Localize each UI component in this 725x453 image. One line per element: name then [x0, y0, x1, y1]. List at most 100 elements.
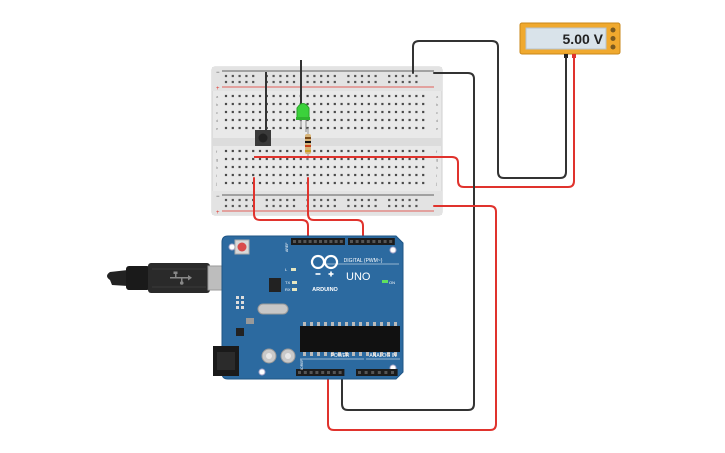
terminal-hole[interactable] [401, 102, 404, 106]
terminal-hole[interactable] [320, 110, 323, 114]
terminal-hole[interactable] [258, 94, 262, 98]
terminal-hole[interactable] [374, 118, 377, 122]
rail-hole[interactable] [286, 74, 289, 78]
terminal-hole[interactable] [381, 126, 384, 130]
rail-hole[interactable] [374, 204, 377, 208]
rail-hole[interactable] [224, 198, 228, 202]
terminal-hole[interactable] [408, 102, 411, 106]
digital-header-right[interactable] [348, 238, 395, 245]
terminal-hole[interactable] [238, 94, 241, 98]
terminal-hole[interactable] [258, 149, 262, 153]
terminal-hole[interactable] [340, 118, 343, 122]
terminal-hole[interactable] [360, 165, 364, 169]
terminal-hole[interactable] [374, 110, 377, 114]
header-pin[interactable] [378, 240, 381, 243]
terminal-hole[interactable] [354, 102, 357, 106]
terminal-hole[interactable] [245, 110, 248, 114]
terminal-hole[interactable] [313, 157, 316, 161]
terminal-hole[interactable] [272, 118, 275, 122]
multimeter-knob-1[interactable] [610, 27, 616, 33]
rail-hole[interactable] [394, 204, 398, 208]
terminal-hole[interactable] [313, 118, 316, 122]
terminal-hole[interactable] [326, 118, 330, 122]
rail-hole[interactable] [360, 80, 364, 84]
terminal-hole[interactable] [394, 149, 398, 153]
multimeter[interactable]: 5.00 V [519, 22, 621, 58]
terminal-hole[interactable] [340, 94, 343, 98]
rail-hole[interactable] [415, 198, 418, 202]
terminal-hole[interactable] [367, 157, 370, 161]
terminal-hole[interactable] [415, 110, 418, 114]
terminal-hole[interactable] [367, 149, 370, 153]
terminal-hole[interactable] [252, 94, 255, 98]
terminal-hole[interactable] [279, 118, 282, 122]
rail-hole[interactable] [354, 204, 357, 208]
terminal-hole[interactable] [394, 181, 398, 185]
rail-hole[interactable] [374, 80, 377, 84]
terminal-hole[interactable] [388, 173, 391, 177]
terminal-hole[interactable] [354, 165, 357, 169]
terminal-hole[interactable] [333, 165, 336, 169]
rail-hole[interactable] [252, 80, 255, 84]
rail-hole[interactable] [292, 80, 296, 84]
rail-hole[interactable] [245, 74, 248, 78]
terminal-hole[interactable] [238, 181, 241, 185]
terminal-hole[interactable] [279, 157, 282, 161]
rail-hole[interactable] [347, 198, 350, 202]
terminal-hole[interactable] [231, 110, 234, 114]
terminal-hole[interactable] [279, 94, 282, 98]
wire-button-to-digital-pin[interactable] [253, 177, 309, 241]
header-pin[interactable] [329, 240, 333, 243]
terminal-hole[interactable] [408, 110, 411, 114]
terminal-hole[interactable] [245, 149, 248, 153]
terminal-hole[interactable] [347, 165, 350, 169]
terminal-hole[interactable] [292, 102, 296, 106]
terminal-hole[interactable] [415, 126, 418, 130]
terminal-hole[interactable] [299, 173, 302, 177]
terminal-hole[interactable] [408, 157, 411, 161]
terminal-hole[interactable] [231, 181, 234, 185]
terminal-hole[interactable] [347, 181, 350, 185]
rail-hole[interactable] [252, 74, 255, 78]
terminal-hole[interactable] [286, 173, 289, 177]
terminal-hole[interactable] [374, 157, 377, 161]
terminal-hole[interactable] [306, 173, 309, 177]
terminal-hole[interactable] [367, 110, 370, 114]
wire-ground-rail-to-arduino-gnd[interactable] [341, 72, 475, 411]
analog-header[interactable] [356, 369, 398, 376]
rail-hole[interactable] [231, 198, 234, 202]
terminal-hole[interactable] [381, 102, 384, 106]
rail-hole[interactable] [313, 74, 316, 78]
terminal-hole[interactable] [252, 173, 255, 177]
terminal-hole[interactable] [381, 173, 384, 177]
terminal-hole[interactable] [340, 126, 343, 130]
terminal-hole[interactable] [224, 118, 228, 122]
terminal-hole[interactable] [422, 157, 425, 161]
rail-hole[interactable] [238, 74, 241, 78]
terminal-hole[interactable] [272, 149, 275, 153]
terminal-hole[interactable] [354, 149, 357, 153]
rail-hole[interactable] [388, 204, 391, 208]
rail-hole[interactable] [326, 80, 330, 84]
terminal-hole[interactable] [238, 110, 241, 114]
terminal-hole[interactable] [401, 181, 404, 185]
terminal-hole[interactable] [381, 94, 384, 98]
terminal-hole[interactable] [401, 126, 404, 130]
terminal-hole[interactable] [299, 165, 302, 169]
terminal-hole[interactable] [258, 173, 262, 177]
terminal-hole[interactable] [333, 110, 336, 114]
terminal-hole[interactable] [224, 157, 228, 161]
terminal-hole[interactable] [374, 173, 377, 177]
wire-positive-rail-to-arduino-5v[interactable] [327, 205, 497, 431]
terminal-hole[interactable] [347, 110, 350, 114]
rail-hole[interactable] [292, 204, 296, 208]
terminal-hole[interactable] [245, 126, 248, 130]
terminal-hole[interactable] [320, 94, 323, 98]
terminal-hole[interactable] [272, 102, 275, 106]
terminal-hole[interactable] [340, 149, 343, 153]
rail-hole[interactable] [347, 74, 350, 78]
terminal-hole[interactable] [333, 173, 336, 177]
rail-hole[interactable] [333, 74, 336, 78]
header-pin[interactable] [309, 371, 313, 374]
terminal-hole[interactable] [272, 110, 275, 114]
